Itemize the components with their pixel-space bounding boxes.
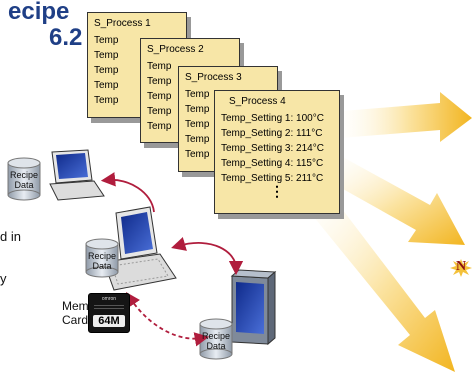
recipe-data-label-center: Recipe Data	[86, 251, 118, 271]
card-header: S_Process 4	[229, 96, 286, 107]
label-line: Data	[14, 180, 34, 190]
card-row: Temp	[94, 35, 119, 46]
label-line: Data	[92, 261, 112, 271]
card-header: S_Process 3	[185, 72, 242, 83]
card-row: Temp	[94, 50, 119, 61]
card-row: Temp_Setting 4: 115°C	[221, 158, 324, 169]
recipe-data-label-bottom: Recipe Data	[200, 331, 232, 351]
card-row: Temp_Setting 2: 111°C	[221, 128, 323, 139]
big-arrow-middle	[318, 150, 465, 245]
card-header: S_Process 2	[147, 44, 204, 55]
card-row: Temp	[147, 106, 172, 117]
big-arrow-top	[330, 92, 472, 142]
label-line: Data	[206, 341, 226, 351]
card-header: S_Process 1	[94, 18, 151, 29]
process-card-4: S_Process 4 Temp_Setting 1: 100°C Temp_S…	[214, 90, 340, 214]
n-badge-text: N	[456, 259, 467, 274]
label-line: Recipe	[201, 331, 230, 341]
memory-card-brand: omron	[101, 296, 117, 302]
recipe-data-label-top: Recipe Data	[8, 170, 40, 190]
touch-panel-icon	[230, 269, 277, 346]
card-row: Temp	[94, 65, 119, 76]
card-row: Temp	[147, 121, 172, 132]
card-row: Temp	[147, 91, 172, 102]
card-row: Temp	[185, 89, 210, 100]
memory-card-icon: omron 64M	[88, 293, 130, 333]
card-row: Temp	[185, 134, 210, 145]
label-line: Card	[62, 313, 89, 327]
side-text-line-1: d in	[0, 229, 21, 244]
curved-arrow-laptop-top	[100, 172, 155, 213]
card-row: Temp	[185, 149, 210, 160]
memory-card-capacity: 64M	[93, 315, 125, 327]
database-icon-center	[85, 238, 119, 278]
laptop-icon-top	[49, 149, 105, 201]
title-line-2: 6.2	[49, 24, 83, 51]
card-row: Temp_Setting 5: 211°C	[221, 173, 324, 184]
label-line: Recipe	[87, 251, 116, 261]
big-arrow-bottom	[300, 180, 455, 372]
database-icon-top	[7, 157, 41, 201]
laptop-icon-center	[103, 206, 177, 291]
card-row: Temp_Setting 3: 214°C	[221, 143, 324, 154]
curved-arrow-panel	[171, 237, 244, 276]
card-row: Temp	[185, 119, 210, 130]
card-row: Temp	[147, 61, 172, 72]
card-row: Temp	[94, 80, 119, 91]
label-line: Recipe	[9, 170, 38, 180]
card-row: Temp_Setting 1: 100°C	[221, 113, 324, 124]
starburst-icon	[450, 259, 472, 277]
page-title: ecipe 6.2	[0, 0, 86, 51]
title-line-1: ecipe	[8, 0, 70, 25]
card-row: Temp	[147, 76, 172, 87]
card-row: Temp	[94, 95, 119, 106]
n-badge: N	[450, 259, 472, 277]
dashed-arrow-card-panel	[126, 292, 210, 347]
card-row: Temp	[185, 104, 210, 115]
side-text-line-2: y	[0, 271, 7, 286]
more-ellipsis: ⋮	[270, 183, 284, 199]
